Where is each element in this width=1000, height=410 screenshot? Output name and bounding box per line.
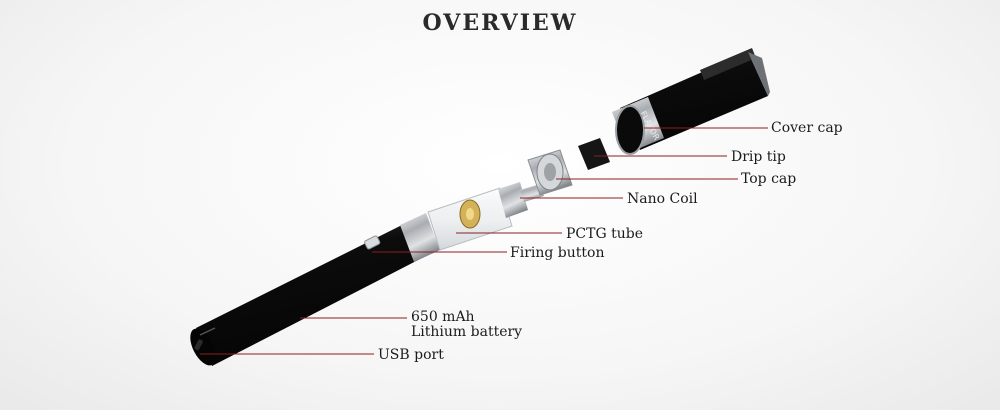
label-drip-tip: Drip tip [731, 149, 786, 165]
battery-body [190, 222, 422, 366]
label-battery-type: Lithium battery [411, 324, 523, 340]
label-cover-cap: Cover cap [771, 120, 843, 136]
label-battery-capacity: 650 mAh [411, 309, 475, 325]
top-cap-shape [527, 149, 573, 196]
leader-lines [200, 127, 768, 355]
pctg-tube-shape [427, 182, 528, 251]
battery-top-ring [400, 213, 440, 262]
label-usb-port: USB port [378, 347, 444, 363]
label-pctg-tube: PCTG tube [566, 226, 643, 242]
usb-port-slot [194, 339, 203, 351]
label-top-cap: Top cap [741, 171, 797, 187]
diagram-title: OVERVIEW [422, 10, 578, 36]
firing-button-shape [364, 235, 381, 250]
label-nano-coil: Nano Coil [627, 191, 698, 207]
label-firing-button: Firing button [510, 245, 605, 261]
cover-cap-shape: FLAVOR [612, 48, 770, 155]
drip-tip-shape [578, 138, 610, 170]
